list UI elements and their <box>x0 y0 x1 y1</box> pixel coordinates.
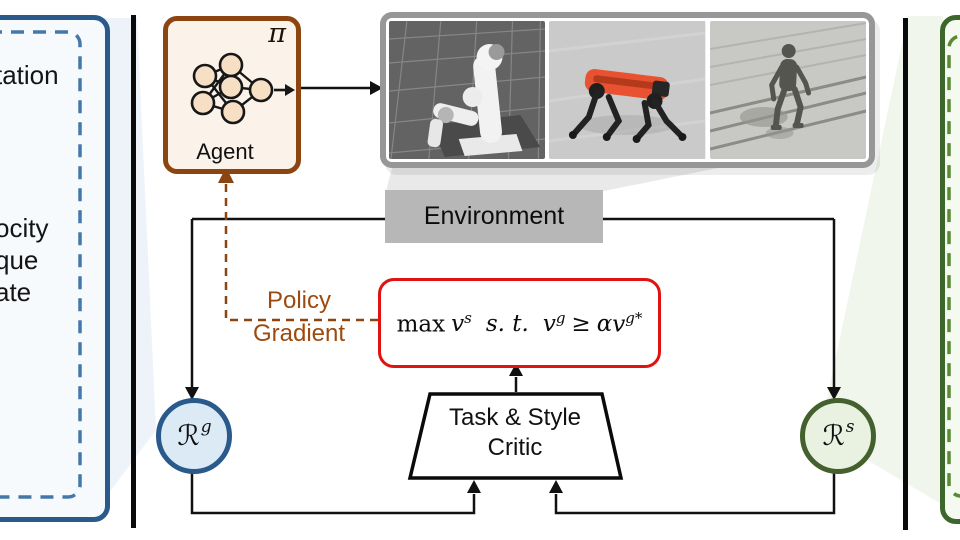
env-image-humanoid <box>709 21 866 159</box>
env-frame <box>380 12 875 168</box>
arrow-into-reward-task <box>185 387 199 400</box>
env-image-quadruped <box>549 21 706 159</box>
observation-text-fragment: tation <box>0 60 59 90</box>
arrow-into-objective <box>509 363 523 376</box>
critic-label: Task & Style Critic <box>448 404 582 461</box>
style-panel <box>940 15 960 524</box>
policy-gradient-label-line2: Gradient <box>252 320 346 347</box>
arrow-into-reward-style <box>827 387 841 400</box>
critic-trapezoid <box>407 392 624 480</box>
policy-gradient-dashed-line <box>224 184 378 322</box>
policy-gradient-label-line1: Policy <box>266 287 332 314</box>
arrow-into-agent <box>218 167 234 183</box>
observation-text-fragment: ocity <box>0 213 49 243</box>
arrowheads <box>185 81 841 493</box>
arrow-into-critic-right <box>549 480 563 493</box>
pi-symbol: π <box>268 18 286 49</box>
blue-beam <box>100 18 156 505</box>
style-panel-dashed-border <box>947 34 960 498</box>
divider-right <box>903 18 908 530</box>
environment-label: Environment <box>385 190 603 243</box>
observation-panel <box>0 15 110 522</box>
observation-text-fragment: ate <box>0 277 32 307</box>
env-shadow-beam <box>386 168 718 191</box>
divider-left <box>131 15 136 528</box>
env-image-robot-arm <box>389 21 546 159</box>
agent-box: π Agent <box>163 16 301 174</box>
green-beam <box>820 16 943 505</box>
agent-label: Agent <box>196 139 254 164</box>
arrow-agent-to-env <box>370 81 383 95</box>
neural-network-icon <box>190 52 295 125</box>
observation-panel-dashed-border <box>0 30 82 499</box>
arrow-into-critic-left <box>467 480 481 493</box>
observation-text-fragment: que <box>0 245 39 275</box>
